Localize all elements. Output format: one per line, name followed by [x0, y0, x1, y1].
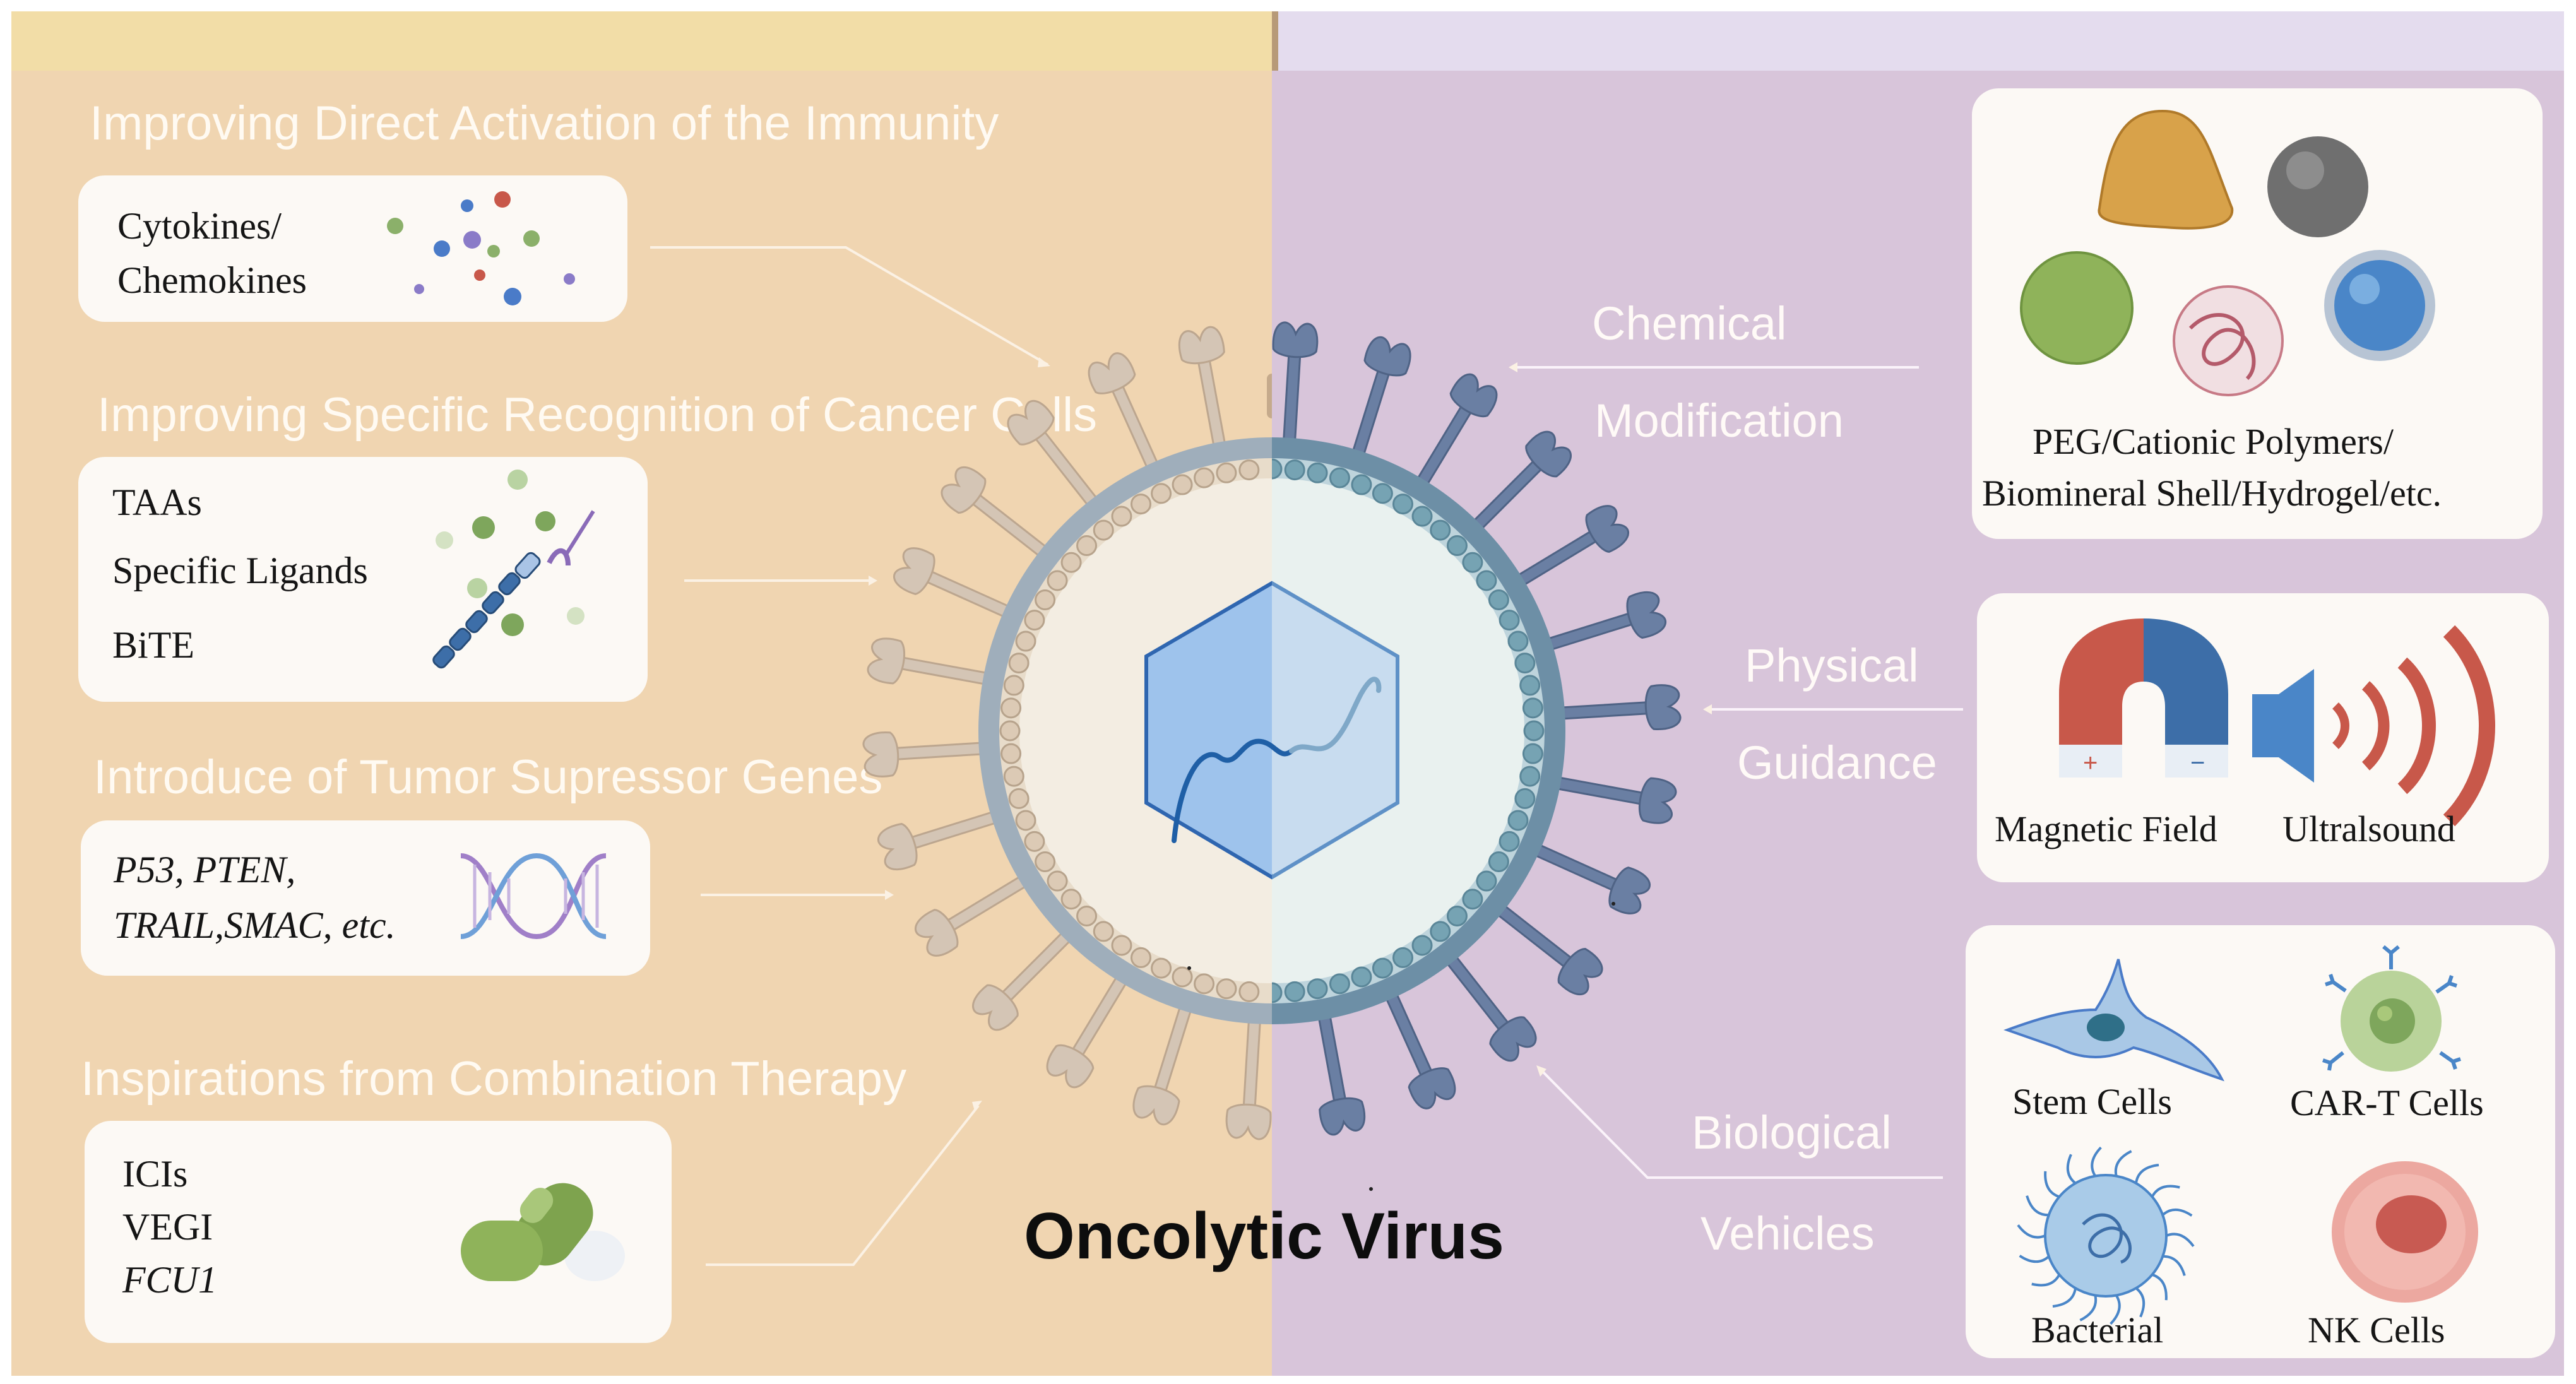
diagram-title: Oncolytic Virus [1024, 1200, 1505, 1273]
virus-right-half [1272, 321, 1682, 1136]
bacterial-icon [2017, 1146, 2195, 1325]
item-icis: ICIs [122, 1153, 188, 1195]
nk-cell-icon [2332, 1161, 2478, 1303]
chemical-caption-line1: PEG/Cationic Polymers/ [2033, 421, 2394, 462]
item-chemokines: Chemokines [117, 259, 307, 301]
magnet-icon: + − [2059, 618, 2228, 778]
heading-combination-therapy: Inspirations from Combination Therapy [81, 1052, 907, 1106]
label-biological: Biological [1692, 1106, 1892, 1159]
stem-cell-icon [2003, 959, 2224, 1082]
item-trail-smac: TRAIL,SMAC, etc. [114, 904, 396, 946]
label-guidance: Guidance [1737, 736, 1937, 789]
label-nk-cells: NK Cells [2308, 1310, 2445, 1351]
item-specific-ligands: Specific Ligands [112, 550, 368, 591]
right-header-bar [1278, 11, 2564, 71]
label-ultrasound: Ultralsound [2282, 808, 2455, 849]
svg-text:−: − [2190, 749, 2205, 777]
card-tumor-genes [81, 820, 650, 976]
label-stem-cells: Stem Cells [2012, 1081, 2172, 1122]
label-magnetic-field: Magnetic Field [1995, 808, 2217, 849]
label-physical: Physical [1745, 639, 1919, 692]
item-vegi: VEGI [122, 1206, 213, 1248]
left-connector-lines [650, 246, 1049, 1266]
bite-ligand-icon [432, 470, 595, 669]
card-biological [1966, 925, 2555, 1358]
label-vehicles: Vehicles [1701, 1207, 1875, 1260]
heading-immunity-activation: Improving Direct Activation of the Immun… [90, 97, 999, 150]
header-divider [1272, 11, 1278, 71]
item-bite: BiTE [112, 624, 194, 666]
chemical-caption-line2: Biomineral Shell/Hydrogel/etc. [1982, 473, 2442, 514]
pills-icon [461, 1183, 625, 1281]
ultrasound-icon [2252, 625, 2495, 827]
heading-tumor-suppressor: Introduce of Tumor Supressor Genes [93, 750, 883, 804]
card-recognition [78, 457, 648, 702]
label-chemical: Chemical [1592, 297, 1787, 350]
right-connector-lines [1512, 366, 1963, 1179]
left-header-bar [11, 11, 1272, 71]
virus-left-half [862, 326, 1272, 1140]
label-bacterial: Bacterial [2031, 1310, 2164, 1351]
item-p53-pten: P53, PTEN, [114, 849, 296, 890]
cytokines-icon [387, 191, 575, 305]
item-fcu1: FCU1 [122, 1259, 217, 1301]
car-t-cell-icon [2322, 945, 2461, 1072]
item-taas: TAAs [112, 482, 202, 523]
label-car-t-cells: CAR-T Cells [2290, 1082, 2484, 1123]
nanoparticles-icon [2020, 109, 2435, 396]
card-cytokines [78, 175, 627, 322]
svg-text:+: + [2083, 749, 2098, 777]
connector-arrowheads [869, 357, 1712, 1111]
heading-specific-recognition: Improving Specific Recognition of Cancer… [97, 388, 1098, 442]
dna-icon [460, 853, 607, 940]
label-modification: Modification [1594, 394, 1844, 447]
capsid-icon [1144, 581, 1399, 880]
item-cytokines: Cytokines/ [117, 205, 282, 247]
